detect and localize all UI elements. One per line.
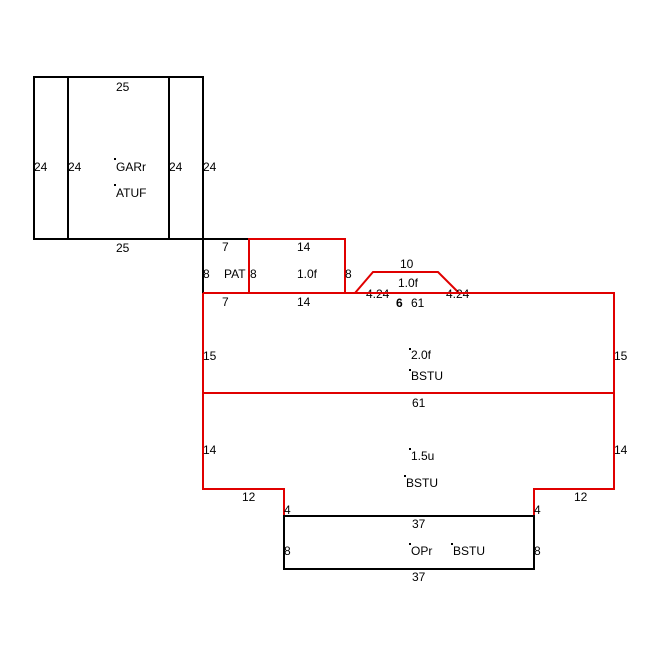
- garage-left-inner-dim: 24: [68, 160, 82, 174]
- garage-right-outer-dim: 24: [203, 160, 217, 174]
- bay-left-bottom-dim: 14: [297, 295, 311, 309]
- lower-notch-right-dim: 4: [534, 503, 541, 517]
- porch-right-dim: 8: [534, 544, 541, 558]
- patio-label: PAT: [224, 267, 246, 281]
- garage-left-outer-dim: 24: [34, 160, 48, 174]
- porch-area: 37 37 8 8 OPr BSTU: [283, 515, 541, 584]
- upper-left-dim: 15: [203, 349, 217, 363]
- bay-left-label: 1.0f: [297, 267, 318, 281]
- bay-left: 14 14 1.0f 8: [248, 238, 352, 309]
- lower-notch-left-dim: 4: [284, 503, 291, 517]
- porch-sublabel: BSTU: [453, 544, 485, 558]
- bay-mid-top-dim: 10: [400, 257, 414, 271]
- lower-label: 1.5u: [411, 449, 434, 463]
- garage-right-inner-dim: 24: [169, 160, 183, 174]
- porch-top-dim: 37: [412, 517, 426, 531]
- lower-step-right-dim: 12: [574, 490, 588, 504]
- porch-bottom-dim: 37: [412, 570, 426, 584]
- bay-mid-bottom-dim: 6: [396, 296, 403, 310]
- lower-sublabel: BSTU: [406, 476, 438, 490]
- garage-top-dim: 25: [116, 80, 130, 94]
- upper-bottom-dim: 61: [412, 396, 426, 410]
- patio-top-dim: 7: [222, 240, 229, 254]
- upper-story-area: 61 15 15 2.0f BSTU 61: [202, 292, 628, 410]
- patio-bottom-dim: 7: [222, 295, 229, 309]
- porch-left-dim: 8: [284, 544, 291, 558]
- upper-label: 2.0f: [411, 348, 432, 362]
- bay-left-top-dim: 14: [297, 240, 311, 254]
- patio-left-dim: 8: [203, 267, 210, 281]
- lower-story-area: 14 14 12 12 4 4 1.5u BSTU: [202, 393, 628, 517]
- garage-area: 25 25 24 24 24 24 GARr ATUF: [33, 76, 217, 255]
- lower-left-dim: 14: [203, 443, 217, 457]
- garage-label: GARr: [116, 160, 146, 174]
- garage-sublabel: ATUF: [116, 186, 146, 200]
- lower-step-left-dim: 12: [242, 490, 256, 504]
- upper-top-dim: 61: [411, 296, 425, 310]
- lower-right-dim: 14: [614, 443, 628, 457]
- garage-bottom-dim: 25: [116, 241, 130, 255]
- porch-label: OPr: [411, 544, 432, 558]
- bay-left-right-dim: 8: [345, 267, 352, 281]
- upper-right-dim: 15: [614, 349, 628, 363]
- bay-mid-label: 1.0f: [398, 276, 419, 290]
- patio-right-dim: 8: [250, 267, 257, 281]
- upper-sublabel: BSTU: [411, 369, 443, 383]
